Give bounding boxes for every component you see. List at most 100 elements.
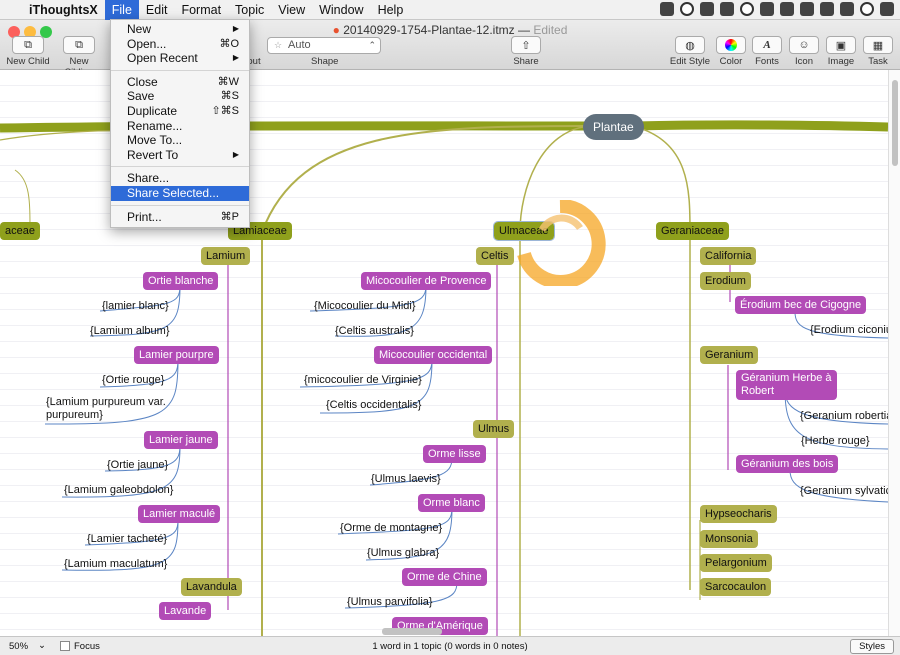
topic-ulmus[interactable]: Ulmus [473,420,515,438]
styles-button[interactable]: Styles [850,639,894,654]
topic-gerherbe[interactable]: Géranium Herbe à Robert [736,370,837,400]
topic-note-t11[interactable]: {micocoulier de Virginie} [304,374,422,386]
topic-note-t6[interactable]: {Lamium galeobdolon} [64,484,174,496]
topic-note-t19[interactable]: {Herbe rouge} [801,435,870,447]
menu-help[interactable]: Help [377,2,404,17]
topic-note-t1[interactable]: {lamier blanc} [102,300,169,312]
menu-shortcut: ⌘S [220,90,239,103]
power-icon[interactable] [860,2,874,16]
clock-icon[interactable] [760,2,774,16]
info-icon[interactable] [740,2,754,16]
parking-icon[interactable] [820,2,834,16]
script-icon[interactable] [880,2,894,16]
file-menu-item-new[interactable]: New▶ [111,22,249,37]
vertical-scrollbar[interactable] [888,70,900,636]
file-menu-item-print[interactable]: Print...⌘P [111,210,249,225]
root-topic[interactable]: Plantae [583,114,644,140]
menu-format[interactable]: Format [181,2,222,17]
sync-icon[interactable] [680,2,694,16]
icon-button[interactable]: ☺Icon [788,36,820,67]
lock-icon[interactable] [720,2,734,16]
image-button[interactable]: ▣Image [824,36,858,67]
topic-note-t9[interactable]: {Micocoulier du Midi} [314,300,416,312]
shape-select[interactable]: Auto⌃☆ [267,37,381,54]
grid-icon[interactable] [800,2,814,16]
close-window-button[interactable] [8,26,20,38]
minimize-window-button[interactable] [24,26,36,38]
topic-lampour[interactable]: Lamier pourpre [134,346,219,364]
cloud-icon[interactable] [840,2,854,16]
topic-note-t13[interactable]: {Ulmus laevis} [371,473,441,485]
menu-topic[interactable]: Topic [235,2,265,17]
file-menu-item-share-selected[interactable]: Share Selected... [111,185,249,201]
mail-icon[interactable] [660,2,674,16]
topic-note-t5[interactable]: {Ortie jaune} [107,459,169,471]
topic-note-t18[interactable]: {Geranium robertian [800,410,888,422]
file-menu-item-open[interactable]: Open...⌘O [111,37,249,52]
task-button[interactable]: ▦Task [862,36,894,67]
topic-erodbec[interactable]: Érodium bec de Cigogne [735,296,867,314]
topic-pelar[interactable]: Pelargonium [700,554,772,572]
topic-ulm[interactable]: Ulmaceae [493,221,555,241]
topic-celtis[interactable]: Celtis [476,247,514,265]
topic-cali[interactable]: California [700,247,757,265]
topic-micocc[interactable]: Micocoulier occidental [374,346,493,364]
topic-sarco[interactable]: Sarcocaulon [700,578,772,596]
file-menu-item-close[interactable]: Close⌘W [111,75,249,90]
app-menu[interactable]: iThoughtsX [29,2,98,17]
topic-note-t2[interactable]: {Lamium album} [90,325,170,337]
color-button[interactable]: Color [714,36,748,67]
topic-ormel[interactable]: Orme lisse [423,445,486,463]
topic-note-t15[interactable]: {Ulmus glabra} [367,547,440,559]
file-menu-item-open-recent[interactable]: Open Recent▶ [111,51,249,66]
file-menu-item-save[interactable]: Save⌘S [111,89,249,104]
topic-geran[interactable]: Geranium [700,346,759,364]
topic-note-t12[interactable]: {Celtis occidentalis} [326,399,422,411]
zoom-window-button[interactable] [40,26,52,38]
topic-note-t10[interactable]: {Celtis australis} [335,325,414,337]
dropbox-icon[interactable] [700,2,714,16]
topic-acp[interactable]: aceae [0,222,40,240]
topic-note-t17[interactable]: {Erodium ciconium [810,324,888,336]
vertical-scroll-thumb[interactable] [892,80,898,166]
share-button[interactable]: ⇧Share [508,36,544,67]
zoom-dropdown-icon[interactable]: ⌄ [38,640,46,651]
topic-lavande[interactable]: Lavande [159,602,212,620]
topic-ormec[interactable]: Orme de Chine [402,568,487,586]
topic-hyps[interactable]: Hypseocharis [700,505,777,523]
topic-note-t8[interactable]: {Lamium maculatum} [64,558,168,570]
file-menu-item-revert-to[interactable]: Revert To▶ [111,148,249,163]
topic-note-t14[interactable]: {Orme de montagne} [340,522,443,534]
file-menu-item-share[interactable]: Share... [111,171,249,186]
topic-lamium[interactable]: Lamium [201,247,251,265]
topic-lamjaune[interactable]: Lamier jaune [144,431,218,449]
topic-gerbois[interactable]: Géranium des bois [736,455,839,473]
focus-checkbox[interactable] [60,641,70,651]
topic-note-t20[interactable]: {Geranium sylvaticu [800,485,888,497]
pen-icon[interactable] [780,2,794,16]
topic-ormeb[interactable]: Orme blanc [418,494,485,512]
menu-view[interactable]: View [278,2,306,17]
file-menu-item-duplicate[interactable]: Duplicate⇧⌘S [111,104,249,119]
topic-lammac[interactable]: Lamier maculé [138,505,221,523]
topic-erod[interactable]: Erodium [700,272,751,290]
edit-style-button[interactable]: ◍Edit Style [668,36,712,67]
menu-edit[interactable]: Edit [145,2,168,17]
menu-window[interactable]: Window [319,2,364,17]
topic-lavandula[interactable]: Lavandula [181,578,242,596]
topic-micprov[interactable]: Micocoulier de Provence [361,272,492,290]
topic-note-t16[interactable]: {Ulmus parvifolia} [347,596,433,608]
file-menu-item-rename[interactable]: Rename... [111,119,249,134]
menu-file[interactable]: File [104,0,139,20]
topic-note-t3[interactable]: {Ortie rouge} [102,374,165,386]
new-child-button[interactable]: ⧉New Child [4,36,52,67]
zoom-level[interactable]: 50% [9,641,29,652]
topic-note-t7[interactable]: {Lamier tacheté} [87,533,168,545]
topic-note-t4[interactable]: {Lamium purpureum var. purpureum} [46,396,166,421]
topic-ger[interactable]: Geraniaceae [656,222,729,240]
file-menu-item-move-to[interactable]: Move To... [111,133,249,148]
topic-mons[interactable]: Monsonia [700,530,758,548]
topic-ortie[interactable]: Ortie blanche [143,272,219,290]
horizontal-scroll-thumb[interactable] [382,628,442,635]
